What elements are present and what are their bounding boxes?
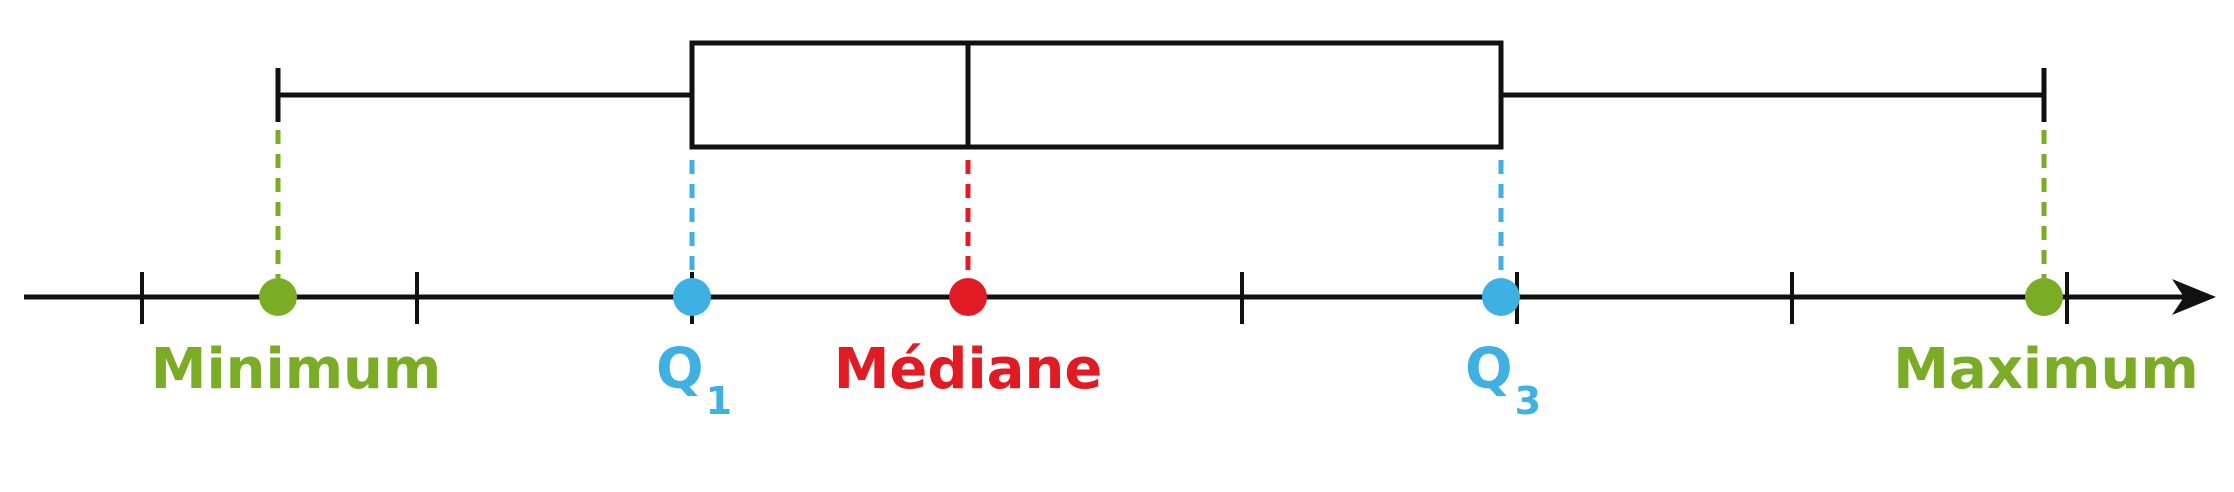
q3-label-subscript: 3: [1515, 379, 1541, 423]
q3-label: Q3: [1465, 337, 1541, 423]
median-label: Médiane: [834, 337, 1103, 402]
q1-label-letter: Q: [656, 337, 704, 402]
projections: [275, 130, 2047, 278]
q1-point-icon: [673, 278, 711, 316]
maximum-point-icon: [2025, 278, 2063, 316]
box: [689, 40, 1504, 150]
q1-label-subscript: 1: [706, 379, 732, 423]
quartile-box: [689, 40, 1504, 150]
points: [259, 278, 2063, 316]
q3-point-icon: [1482, 278, 1520, 316]
median-point-icon: [949, 278, 987, 316]
minimum-label: Minimum: [151, 337, 442, 402]
number-axis: [24, 272, 2216, 324]
axis-arrow-icon: [2172, 279, 2216, 315]
labels: Minimum Q1 Médiane Q3 Maximum: [151, 337, 2199, 423]
q3-label-letter: Q: [1465, 337, 1513, 402]
q1-label: Q1: [656, 337, 732, 423]
maximum-label: Maximum: [1893, 337, 2198, 402]
whiskers: [275, 68, 2047, 122]
minimum-point-icon: [259, 278, 297, 316]
